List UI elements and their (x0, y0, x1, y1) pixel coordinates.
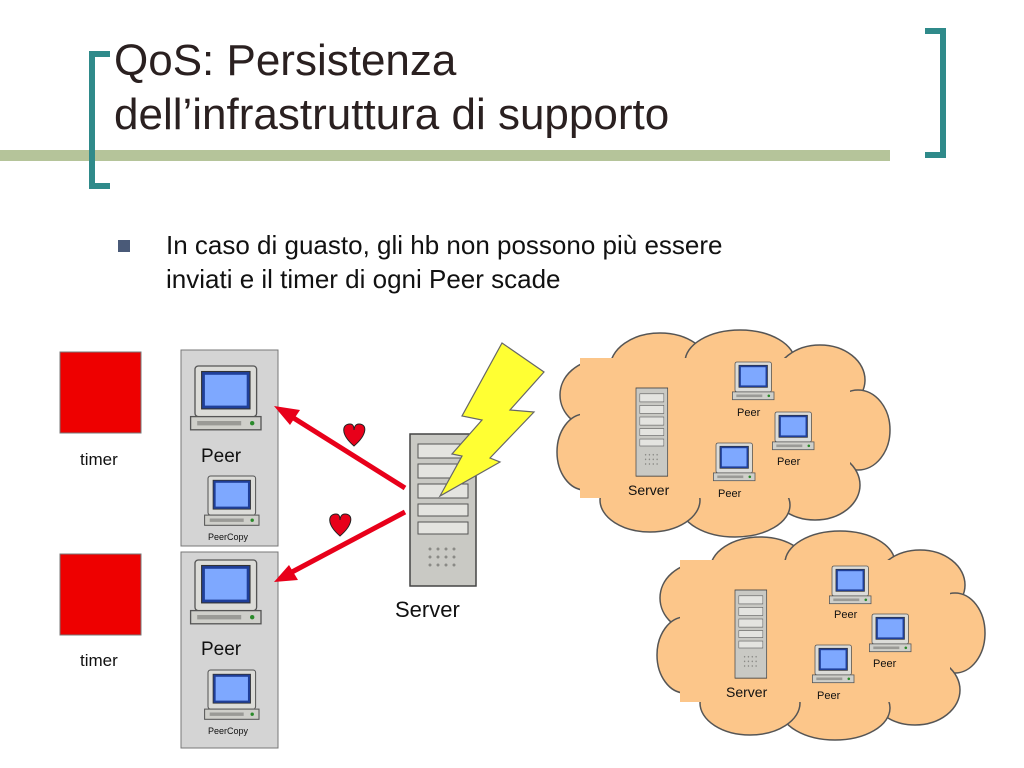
title-left-bracket (89, 51, 110, 189)
network-cloud-top (556, 329, 891, 538)
bullet-text-line-1: In caso di guasto, gli hb non possono pi… (166, 230, 723, 260)
slide-title: QoS: Persistenza dell’infrastruttura di … (114, 34, 669, 142)
cloud-bottom-peer-label-2: Peer (873, 658, 897, 670)
peercopy-computer-bottom-icon (204, 669, 260, 720)
bullet-text: In caso di guasto, gli hb non possono pi… (166, 228, 886, 296)
timer-label-top: timer (80, 450, 118, 469)
cloud-top-peer-label-3: Peer (718, 488, 742, 500)
cloud-bottom-peer-icon-1 (829, 565, 872, 605)
cloud-bottom-server-label: Server (726, 684, 768, 700)
title-right-bracket (925, 28, 946, 158)
title-underline-bar (0, 150, 890, 161)
cloud-bottom-peer-label-3: Peer (817, 690, 841, 702)
cloud-top-peer-label-2: Peer (777, 456, 801, 468)
bullet-square-icon (118, 240, 130, 252)
lightning-failure-icon (438, 342, 545, 498)
timer-box-bottom (59, 553, 142, 636)
cloud-bottom-peer-icon-2 (869, 613, 912, 653)
cloud-bottom-peer-label-1: Peer (834, 609, 858, 621)
peercopy-label-top: PeerCopy (208, 532, 249, 542)
timer-box-top (59, 351, 142, 434)
network-cloud-bottom (656, 530, 986, 741)
heartbeat-arrow-bottom (290, 509, 407, 575)
cloud-top-peer-icon-1 (732, 361, 775, 401)
arrowhead-bottom (274, 565, 298, 582)
peer-computer-bottom-icon (189, 559, 262, 625)
peercopy-computer-top-icon (204, 475, 260, 526)
server-label: Server (395, 597, 460, 622)
slide-title-line-2: dell’infrastruttura di supporto (114, 90, 670, 139)
peer-label-bottom: Peer (201, 639, 242, 660)
cloud-bottom-server-icon (734, 589, 768, 679)
cloud-bottom-peer-icon-3 (812, 644, 855, 684)
cloud-top-peer-label-1: Peer (737, 407, 761, 419)
arrowhead-top (274, 406, 300, 425)
bullet-text-line-2: inviati e il timer di ogni Peer scade (166, 264, 561, 294)
cloud-top-server-icon (635, 387, 669, 477)
heart-icon-bottom (329, 513, 352, 537)
peer-label-top: Peer (201, 446, 242, 467)
heartbeat-arrow-top (290, 414, 407, 491)
slide-title-line-1: QoS: Persistenza (114, 36, 457, 85)
peer-computer-top-icon (189, 365, 262, 431)
cloud-top-peer-icon-3 (713, 442, 756, 482)
heart-icon-top (343, 423, 366, 447)
cloud-top-peer-icon-2 (772, 411, 815, 451)
peercopy-label-bottom: PeerCopy (208, 726, 249, 736)
cloud-top-server-label: Server (628, 482, 670, 498)
timer-label-bottom: timer (80, 651, 118, 670)
